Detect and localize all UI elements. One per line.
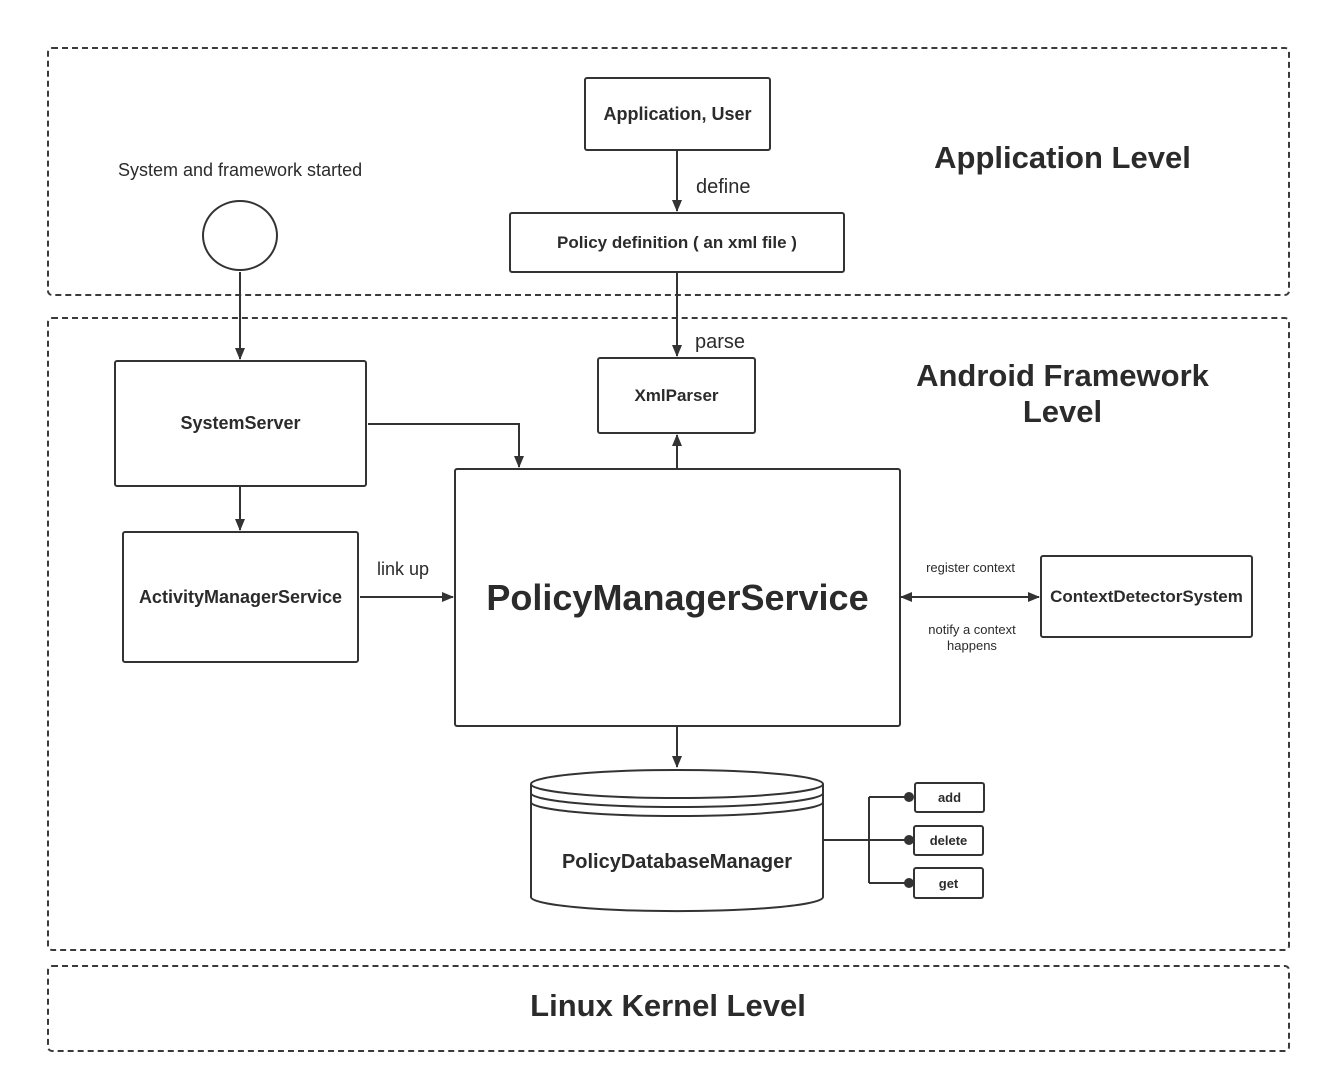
policy-manager-box: PolicyManagerService: [454, 468, 901, 727]
framework-level-title: Android Framework Level: [880, 358, 1245, 430]
policy-manager-label: PolicyManagerService: [486, 576, 869, 618]
op-add-label: add: [937, 790, 962, 805]
edge-label-notify-line2: happens: [947, 638, 997, 653]
app-user-label: Application, User: [603, 103, 752, 124]
edge-label-link-up: link up: [377, 559, 430, 579]
edge-label-parse: parse: [695, 331, 746, 353]
app-user-box: Application, User: [584, 77, 771, 151]
start-label: System and framework started: [118, 160, 363, 180]
context-detector-label: ContextDetectorSystem: [1050, 586, 1243, 606]
policy-definition-box: Policy definition ( an xml file ): [509, 212, 845, 273]
xmlparser-box: XmlParser: [597, 357, 756, 434]
policy-definition-label: Policy definition ( an xml file ): [557, 232, 797, 252]
edge-label-notify-line1: notify a context: [928, 622, 1016, 637]
kernel-level-title: Linux Kernel Level: [530, 988, 806, 1023]
policy-db-label: PolicyDatabaseManager: [561, 851, 793, 873]
edge-label-register-context: register context: [926, 560, 1015, 575]
edge-label-define: define: [696, 176, 751, 198]
systemserver-label: SystemServer: [180, 413, 301, 433]
op-delete-label: delete: [929, 833, 968, 848]
framework-level-title-line2: Level: [1022, 394, 1103, 429]
application-level-title: Application Level: [934, 140, 1191, 175]
op-get-label: get: [938, 875, 959, 891]
op-add-box: add: [914, 782, 985, 813]
xmlparser-label: XmlParser: [634, 385, 719, 405]
op-delete-box: delete: [913, 825, 984, 856]
systemserver-box: SystemServer: [114, 360, 367, 487]
framework-level-region: [47, 317, 1290, 951]
start-node-circle: [202, 200, 278, 271]
context-detector-box: ContextDetectorSystem: [1040, 555, 1253, 638]
framework-level-title-line1: Android Framework: [916, 358, 1209, 393]
application-level-region: [47, 47, 1290, 296]
kernel-level-region: [47, 965, 1290, 1052]
edge-label-notify-context: notify a context happens: [908, 622, 1036, 654]
activity-manager-box: ActivityManagerService: [122, 531, 359, 663]
op-get-box: get: [913, 867, 984, 899]
activity-manager-label: ActivityManagerService: [138, 586, 343, 607]
